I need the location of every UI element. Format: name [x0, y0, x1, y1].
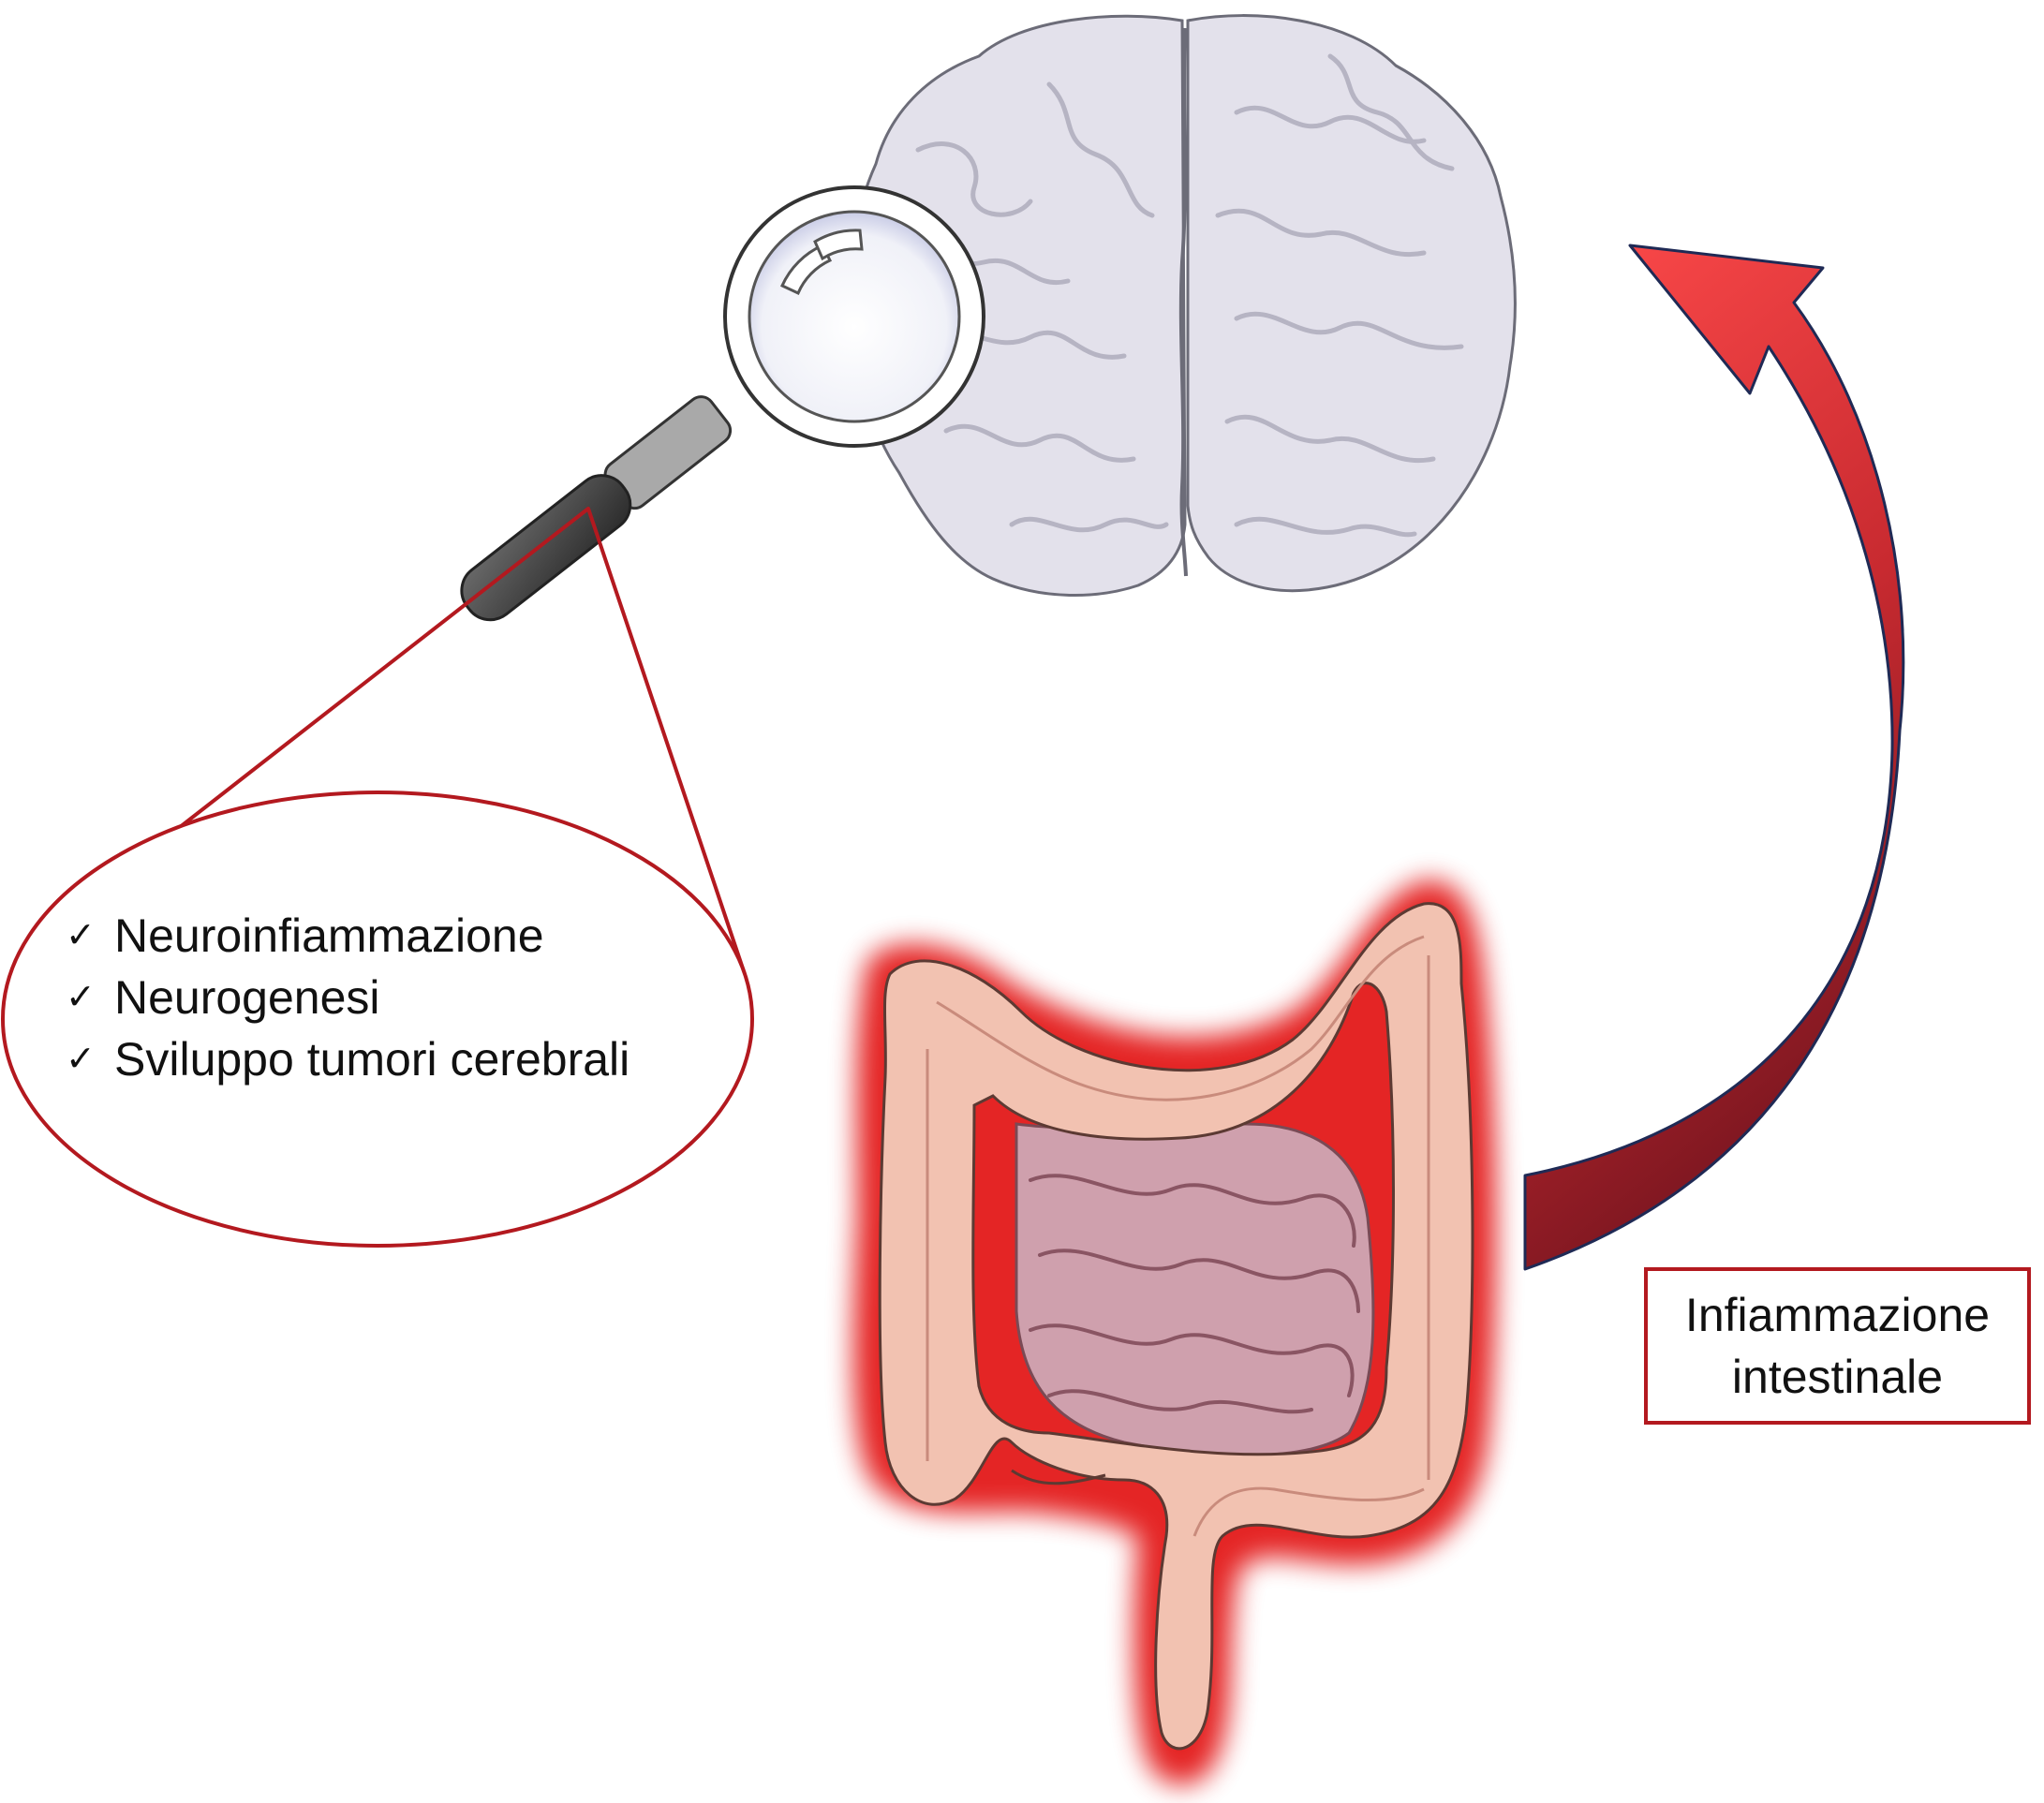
intestine-illustration [852, 879, 1496, 1785]
magnifying-glass-icon [460, 185, 985, 622]
label-line-1: Infiammazione [1684, 1289, 1991, 1341]
list-item: ✓ Neuroinfiammazione [66, 905, 629, 967]
callout-list: ✓ Neuroinfiammazione ✓ Neurogenesi ✓ Svi… [66, 905, 629, 1090]
intestinal-inflammation-label: Infiammazione intestinale [1644, 1267, 2031, 1425]
curved-arrow-icon [1523, 244, 1905, 1271]
brain-illustration [851, 14, 1517, 597]
check-icon: ✓ [66, 916, 96, 955]
check-icon: ✓ [66, 978, 96, 1017]
list-item: ✓ Sviluppo tumori cerebrali [66, 1028, 629, 1090]
list-item-label: Sviluppo tumori cerebrali [114, 1033, 630, 1086]
list-item-label: Neurogenesi [114, 971, 380, 1024]
label-line-2: intestinale [1731, 1351, 1944, 1403]
callout-bubble [1, 507, 754, 1248]
list-item-label: Neuroinfiammazione [114, 909, 544, 962]
check-icon: ✓ [66, 1040, 96, 1079]
list-item: ✓ Neurogenesi [66, 967, 629, 1028]
